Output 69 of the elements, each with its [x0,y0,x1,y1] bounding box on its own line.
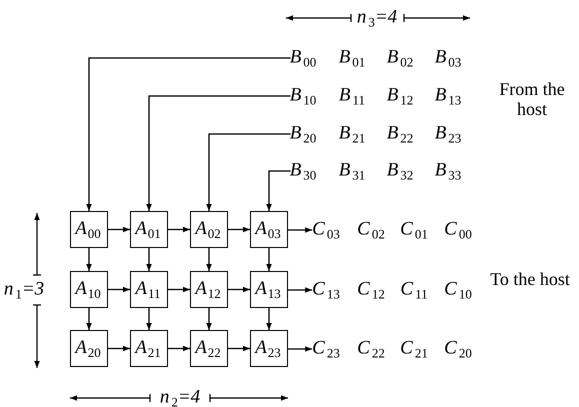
matrix-element: C$_{03}$ [312,220,340,240]
matrix-element: B$_{02}$ [386,48,414,68]
processor-cell: A$_{03}$ [250,211,288,248]
matrix-element: B$_{03}$ [434,48,462,68]
matrix-element: C$_{23}$ [312,338,340,360]
processor-cell: A$_{13}$ [250,271,288,308]
processor-cell: A$_{00}$ [70,211,108,248]
processor-cell: A$_{22}$ [190,330,228,367]
host-note: From the host [498,80,566,120]
arrow [108,226,130,232]
arrow [266,248,272,271]
matrix-element: C$_{11}$ [400,280,428,300]
arrow [266,308,272,330]
processor-cell: A$_{02}$ [190,211,228,248]
matrix-element: B$_{21}$ [338,124,366,144]
matrix-element: B$_{32}$ [386,160,414,182]
matrix-element: C$_{13}$ [312,280,340,300]
processor-cell: A$_{23}$ [250,330,288,367]
matrix-element: C$_{12}$ [357,280,385,300]
matrix-element: B$_{00}$ [290,48,316,68]
arrow [86,248,92,271]
processor-cell: A$_{20}$ [70,330,108,367]
matrix-element: B$_{11}$ [338,86,366,106]
processor-cell: A$_{01}$ [130,211,168,248]
dimension-label: n$_{3}$=4 [356,8,398,28]
matrix-element: B$_{20}$ [290,124,316,144]
processor-cell: A$_{11}$ [130,271,168,308]
matrix-element: C$_{22}$ [357,338,385,360]
arrow [168,286,190,292]
matrix-element: B$_{31}$ [338,160,366,182]
arrow [146,308,152,330]
matrix-element: C$_{00}$ [444,220,472,240]
host-note: To the host [489,270,571,290]
dimension-label: n$_{1}$=3 [4,280,44,300]
matrix-element: B$_{30}$ [290,160,316,182]
arrow [146,95,291,211]
matrix-element: B$_{33}$ [434,160,462,182]
processor-cell: A$_{21}$ [130,330,168,367]
arrow [288,287,312,293]
arrow [228,346,250,352]
arrow [108,346,130,352]
matrix-element: B$_{22}$ [386,124,414,144]
arrow [86,57,291,211]
arrow [168,346,190,352]
arrow [206,133,291,211]
arrow [228,226,250,232]
processor-cell: A$_{12}$ [190,271,228,308]
matrix-element: B$_{10}$ [290,86,316,106]
matrix-element: B$_{13}$ [434,86,462,106]
matrix-element: C$_{20}$ [444,338,472,360]
arrow [288,346,312,352]
processor-cell: A$_{10}$ [70,271,108,308]
matrix-element: B$_{12}$ [386,86,414,106]
arrow [228,286,250,292]
arrow [266,170,291,211]
arrow [206,248,212,271]
matrix-element: B$_{01}$ [338,48,366,68]
arrow [168,226,190,232]
arrow [146,248,152,271]
arrow [288,227,312,233]
matrix-element: C$_{02}$ [357,220,385,240]
matrix-element: C$_{01}$ [400,220,428,240]
dimension-label: n$_{2}$=4 [160,388,200,407]
arrow [108,286,130,292]
matrix-element: B$_{23}$ [434,124,462,144]
matrix-element: C$_{10}$ [444,280,472,300]
matrix-element: C$_{21}$ [400,338,428,360]
arrow [86,308,92,330]
arrow [206,308,212,330]
